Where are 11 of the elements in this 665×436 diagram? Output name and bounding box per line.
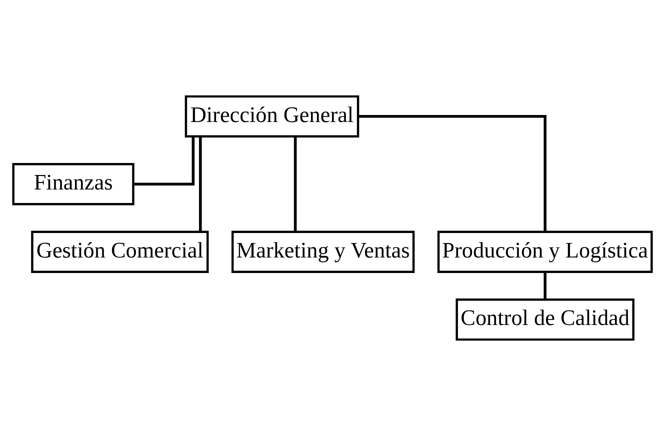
node-box: Finanzas bbox=[12, 163, 134, 206]
node-box: Gestión Comercial bbox=[31, 230, 209, 273]
connector bbox=[294, 136, 297, 232]
node-box: Dirección General bbox=[184, 95, 360, 138]
connector bbox=[134, 136, 195, 186]
connector bbox=[358, 115, 546, 232]
node-box: Producción y Logística bbox=[437, 230, 653, 273]
connector bbox=[199, 136, 202, 232]
connector bbox=[544, 272, 546, 300]
node-box: Marketing y Ventas bbox=[231, 230, 415, 273]
node-box: Control de Calidad bbox=[456, 298, 634, 341]
